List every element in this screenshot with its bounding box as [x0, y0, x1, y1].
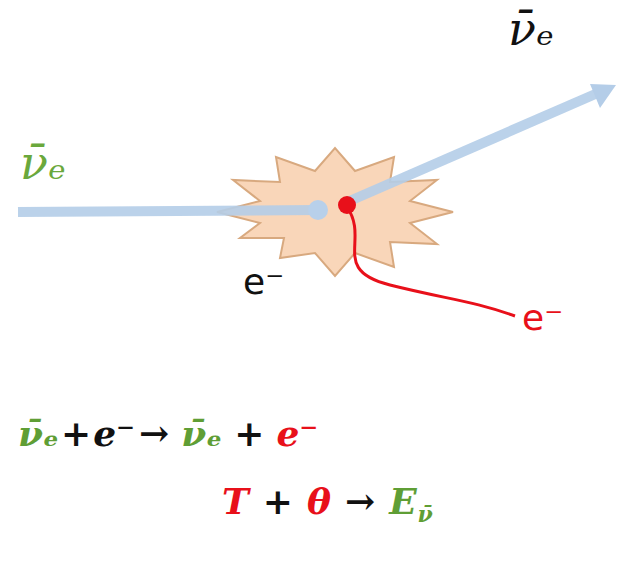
equation-term: ν̄ₑ	[181, 414, 222, 454]
equation-operator: +	[61, 414, 91, 454]
electron-label: e⁻	[522, 300, 563, 336]
recoil-electron-dot	[338, 196, 356, 214]
antineutrino-label: ν̄ₑ	[20, 140, 66, 186]
equation-term: ν̄ₑ	[18, 414, 59, 454]
outgoing-antineutrino-track	[345, 92, 600, 203]
kinematics-relation: T+θ→Eν̄	[222, 482, 433, 522]
equation-term: e⁻	[93, 414, 135, 454]
recoil-electron-track	[347, 207, 515, 316]
equation-operator: →	[139, 414, 169, 454]
equation-term: e⁻	[276, 414, 318, 454]
equation-term: T	[222, 482, 249, 522]
equation-operator: →	[345, 482, 375, 522]
antineutrino-label: ν̄ₑ	[508, 6, 554, 52]
arrow-head	[590, 84, 616, 108]
equation-term: θ	[307, 482, 331, 522]
incoming-antineutrino-track	[18, 210, 318, 212]
target-electron-dot	[308, 200, 328, 220]
reaction-equation: ν̄ₑ+e⁻→ν̄ₑ+e⁻	[18, 414, 318, 454]
equation-operator: +	[263, 482, 293, 522]
equation-operator: +	[234, 414, 264, 454]
electron-label: e⁻	[243, 264, 284, 300]
equation-subscript: ν̄	[418, 502, 433, 526]
equation-term: E	[389, 482, 416, 522]
